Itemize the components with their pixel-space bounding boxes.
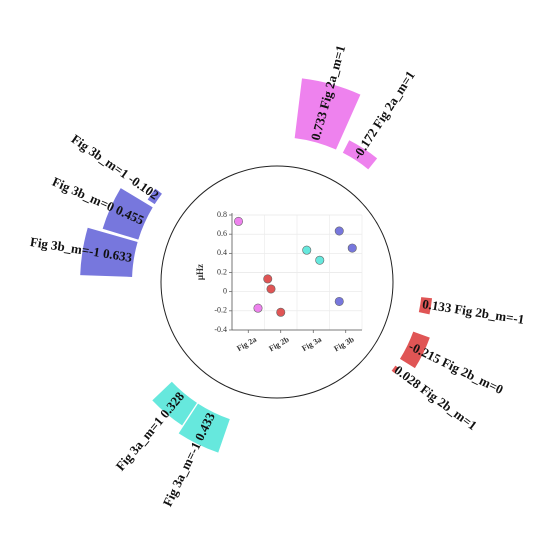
inner-circle — [160, 165, 394, 399]
inset-ytick-label: 0 — [223, 286, 227, 295]
bar-value: Fig 3b_m=1 — [69, 131, 135, 183]
inset-point — [347, 243, 357, 253]
inset-point — [266, 284, 276, 294]
inset-y-axis-label: μHz — [195, 264, 205, 280]
inset-point — [234, 216, 244, 226]
radial-bar — [80, 227, 138, 277]
inset-ytick-label: -0.4 — [214, 325, 227, 334]
bar-value: Fig 3a_m=1 — [113, 411, 169, 473]
bar-value: Fig 3a_m=-1 — [160, 436, 206, 508]
bar-value: Fig 3b_m=0 — [50, 174, 120, 216]
bar-name: Fig 2b_m=-1 — [453, 301, 525, 327]
radial-bar — [342, 140, 378, 170]
bar-label: Fig 3a_m=1 0.328 — [113, 388, 188, 473]
inset-point — [334, 296, 344, 306]
inset-ytick-label: 0.2 — [217, 267, 227, 276]
inset-point — [334, 226, 344, 236]
radial-bar — [152, 381, 197, 426]
inset-ytick-label: 0.4 — [217, 248, 227, 257]
radial-bar — [102, 188, 153, 240]
bar-label: 0.133 Fig 2b_m=-1 — [421, 296, 525, 327]
inset-point — [315, 255, 325, 265]
inset-point — [263, 274, 273, 284]
bar-name: 0.633 — [102, 246, 134, 265]
radial-bar — [147, 188, 162, 205]
radial-bar — [294, 78, 361, 150]
radial-bar — [391, 365, 399, 374]
inset-point — [302, 245, 312, 255]
radial-bars — [80, 78, 433, 453]
inset-ytick-label: 0.8 — [217, 210, 227, 219]
inset-point — [253, 303, 263, 313]
inset-ytick-label: 0.6 — [217, 229, 227, 238]
bar-label: -0.172 Fig 2a_m=1 — [350, 68, 418, 162]
bar-name: Fig 2b_m=1 — [418, 382, 480, 433]
inset-ytick-label: -0.2 — [214, 306, 227, 315]
radial-bar — [178, 403, 230, 453]
radial-bar — [399, 331, 430, 369]
inset-point — [276, 307, 286, 317]
bar-name: Fig 2a_m=1 — [370, 68, 418, 131]
bar-value: 0.133 — [421, 296, 455, 316]
radial-bar — [418, 297, 433, 315]
bar-name: Fig 2b_m=0 — [440, 354, 506, 397]
